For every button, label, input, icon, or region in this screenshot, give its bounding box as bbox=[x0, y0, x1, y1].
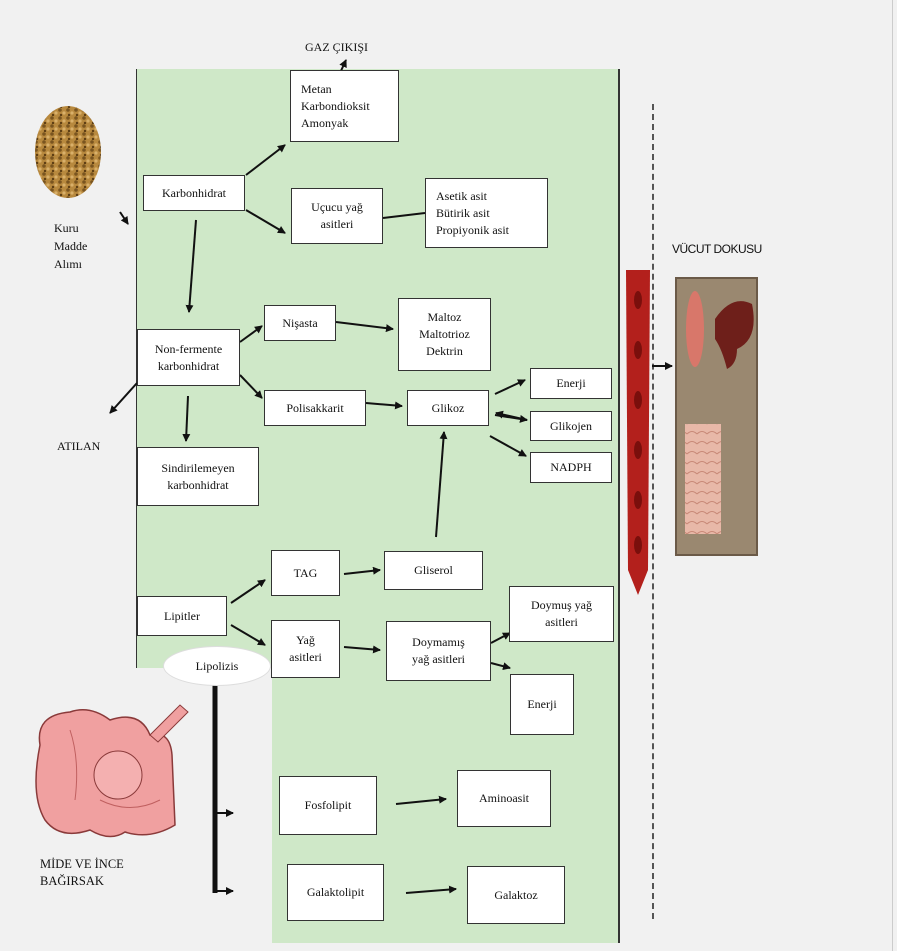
yag-asitleri-box: Yağ asitleri bbox=[271, 620, 340, 678]
doymus-box: Doymuş yağ asitleri bbox=[509, 586, 614, 642]
nadph-box: NADPH bbox=[530, 452, 612, 483]
arrow-lipit-yag bbox=[231, 625, 265, 645]
arrow-intake bbox=[120, 212, 128, 224]
arrow-gliserol-glikoz bbox=[436, 432, 444, 537]
karbonhidrat-box: Karbonhidrat bbox=[143, 175, 245, 211]
lipitler-box: Lipitler bbox=[137, 596, 227, 636]
tag-box: TAG bbox=[271, 550, 340, 596]
glikojen-box: Glikojen bbox=[530, 411, 612, 441]
arrow-glikoz-nadph bbox=[490, 436, 526, 456]
arrow-galaktolipit-galaktoz bbox=[406, 889, 456, 893]
atilan-label: ATILAN bbox=[57, 437, 100, 455]
arrow-k-nonfermente bbox=[189, 220, 196, 312]
line-ucucu-vfa bbox=[383, 213, 425, 218]
arrow-nf-nisasta bbox=[240, 326, 262, 342]
arrow-sindirilemeyen bbox=[186, 396, 188, 441]
arrow-k-ucucu bbox=[246, 210, 285, 233]
polisakkarit-box: Polisakkarit bbox=[264, 390, 366, 426]
arrow-tag-gliserol bbox=[344, 570, 380, 574]
intake-label: Kuru Madde Alımı bbox=[54, 219, 87, 273]
non-fermente-box: Non-fermente karbonhidrat bbox=[137, 329, 240, 386]
sindirilemeyen-box: Sindirilemeyen karbonhidrat bbox=[137, 447, 259, 506]
arrow-polisakkarit-glikoz bbox=[366, 403, 402, 406]
enerji-box-2: Enerji bbox=[510, 674, 574, 735]
arrow-doymamis-enerji bbox=[491, 663, 510, 668]
arrow-fosfolipit-aminoasit bbox=[396, 799, 446, 804]
arrow-yag-doymamis bbox=[344, 647, 380, 650]
gas-products-box: Metan Karbondioksit Amonyak bbox=[290, 70, 399, 142]
doymamis-box: Doymamış yağ asitleri bbox=[386, 621, 491, 681]
fosfolipit-box: Fosfolipit bbox=[279, 776, 377, 835]
aminoasit-box: Aminoasit bbox=[457, 770, 551, 827]
enerji-box-1: Enerji bbox=[530, 368, 612, 399]
arrow-lipit-tag bbox=[231, 580, 265, 603]
galaktolipit-box: Galaktolipit bbox=[287, 864, 384, 921]
glikoz-box: Glikoz bbox=[407, 390, 489, 426]
arrow-doymamis-doymus bbox=[491, 633, 510, 643]
arrow-k-metan bbox=[246, 145, 285, 175]
arrow-nf-polisakkarit bbox=[240, 375, 262, 398]
vfa-list-box: Asetik asit Bütirik asit Propiyonik asit bbox=[425, 178, 548, 248]
stomach-label: MİDE VE İNCE BAĞIRSAK bbox=[40, 856, 124, 890]
arrow-glikoz-enerji bbox=[495, 380, 525, 394]
gliserol-box: Gliserol bbox=[384, 551, 483, 590]
arrow-atilan bbox=[110, 383, 137, 413]
lipolizis-ellipse: Lipolizis bbox=[163, 646, 271, 686]
nisasta-box: Nişasta bbox=[264, 305, 336, 341]
maltoz-box: Maltoz Maltotrioz Dektrin bbox=[398, 298, 491, 371]
galaktoz-box: Galaktoz bbox=[467, 866, 565, 924]
ucucu-yag-box: Uçucu yağ asitleri bbox=[291, 188, 383, 244]
gas-exit-label: GAZ ÇIKIŞI bbox=[305, 38, 368, 56]
arrow-nisasta-maltoz bbox=[336, 322, 393, 329]
